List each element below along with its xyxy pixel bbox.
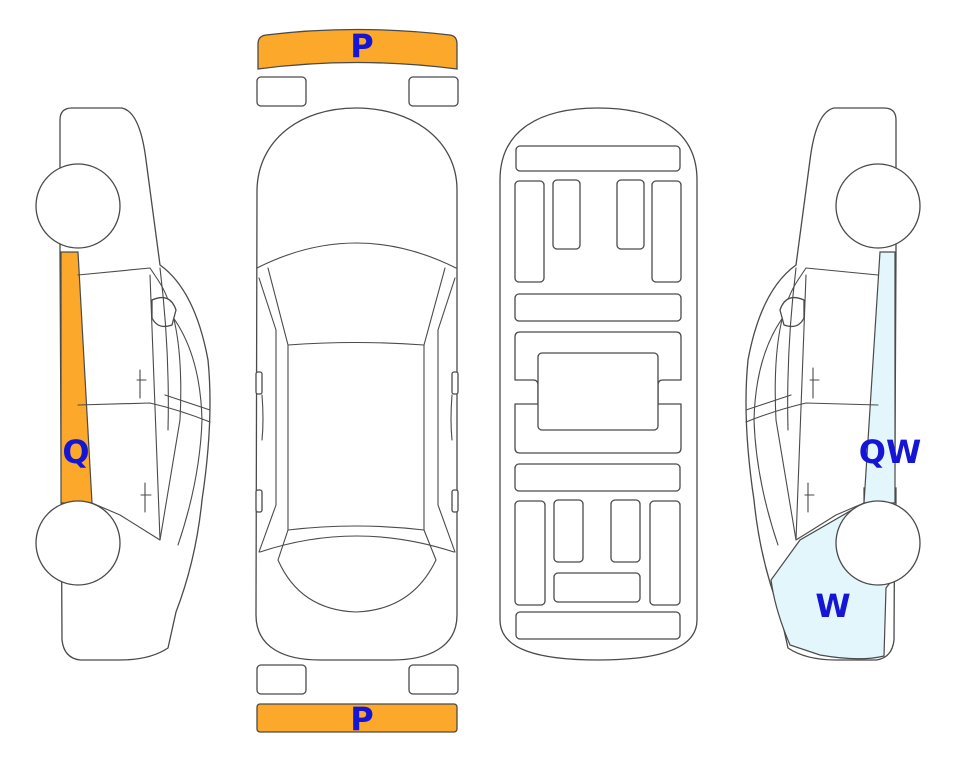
underbody-view <box>499 107 698 661</box>
top-view-body[interactable] <box>255 107 458 661</box>
front-bumper-panel[interactable] <box>257 28 458 70</box>
underbody-center-panel[interactable] <box>537 352 659 431</box>
front-right-lamp <box>408 76 459 107</box>
right-rocker-panel[interactable] <box>863 251 896 504</box>
right-rear-quarter-label: W <box>815 587 850 625</box>
front-left-lamp <box>256 76 307 107</box>
left-front-wheel[interactable] <box>35 163 121 249</box>
top-view-roof[interactable] <box>287 344 425 531</box>
rear-right-lamp <box>408 664 459 695</box>
left-rocker-label: Q <box>62 433 89 471</box>
top-view <box>255 107 459 661</box>
right-front-wheel[interactable] <box>835 163 921 249</box>
left-rear-wheel[interactable] <box>35 500 121 586</box>
right-rocker-label: QW <box>859 433 922 471</box>
right-rear-wheel[interactable] <box>835 500 921 586</box>
rear-bumper-label: P <box>350 700 373 738</box>
rear-bumper-panel[interactable] <box>256 703 458 733</box>
rear-left-lamp <box>256 664 307 695</box>
front-bumper-label: P <box>350 27 373 65</box>
